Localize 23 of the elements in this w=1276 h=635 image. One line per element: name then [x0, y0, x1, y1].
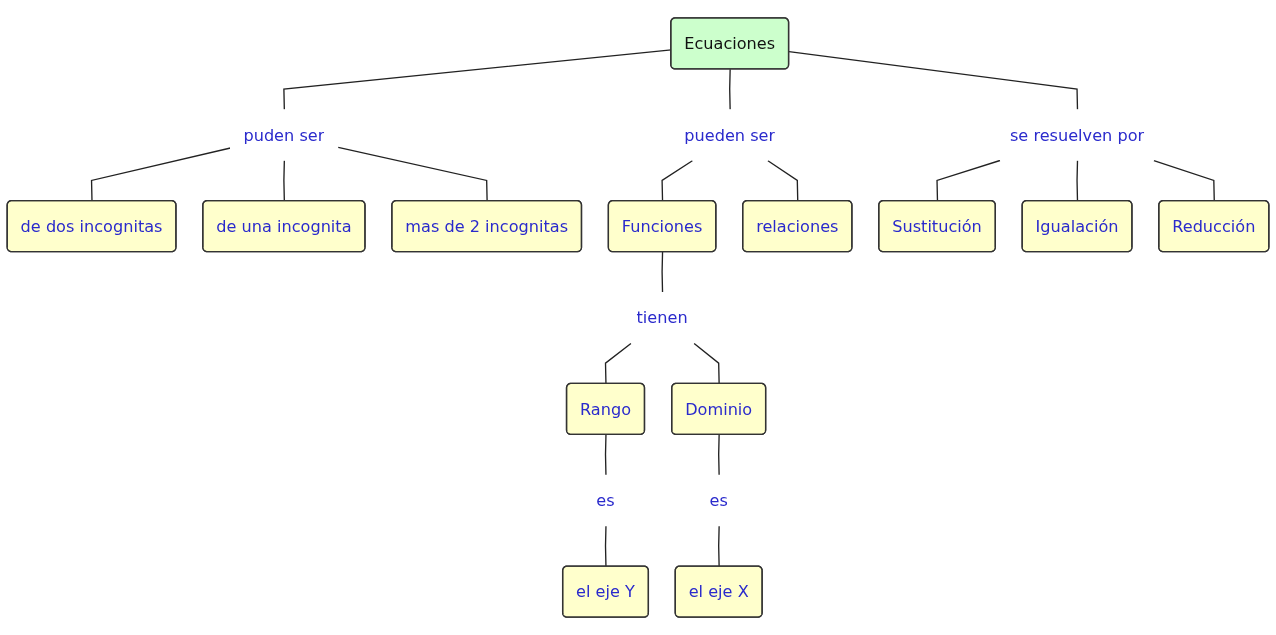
- node-text: es: [596, 490, 615, 510]
- connector: [604, 342, 632, 385]
- connector: [661, 160, 694, 202]
- node-text: puden ser: [243, 125, 325, 145]
- connector: [718, 525, 720, 568]
- connector: [693, 342, 720, 385]
- connector: [718, 434, 720, 476]
- node-text: es: [709, 490, 728, 510]
- connector: [788, 50, 1079, 111]
- node-text: tienen: [636, 308, 688, 327]
- connector: [1076, 160, 1079, 202]
- connector: [729, 68, 731, 111]
- connector: [767, 160, 799, 202]
- connector: [661, 251, 664, 294]
- connector: [1153, 160, 1215, 202]
- node-text: pueden ser: [684, 125, 776, 145]
- connector: [604, 434, 607, 476]
- connector: [604, 525, 607, 568]
- node-text: se resuelven por: [1009, 125, 1145, 145]
- connector: [337, 146, 488, 202]
- connector: [936, 159, 1001, 202]
- connector: [283, 160, 285, 202]
- connector: [90, 147, 232, 202]
